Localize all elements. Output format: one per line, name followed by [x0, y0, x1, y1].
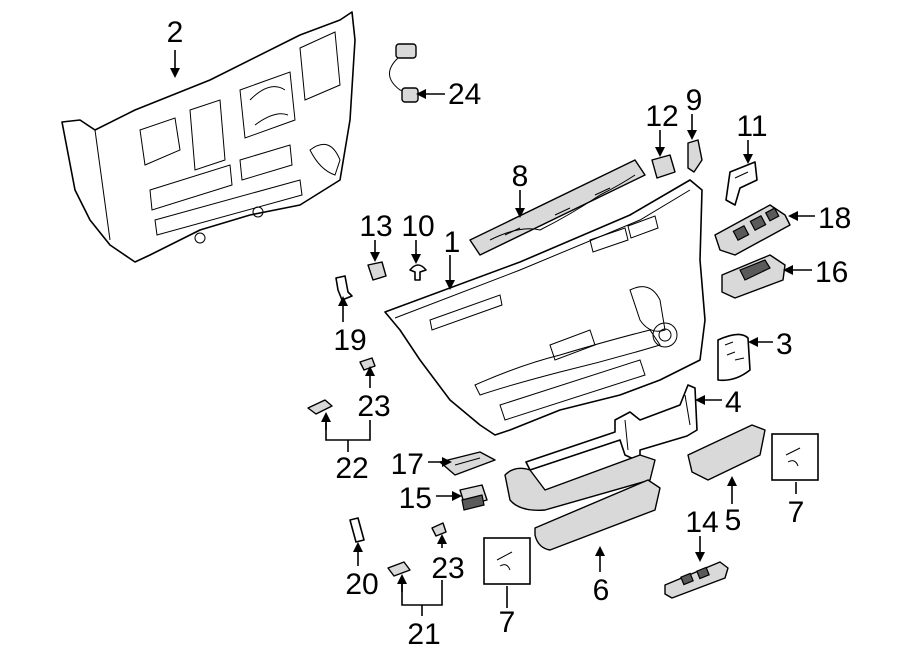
handle-20: [349, 517, 365, 543]
bracket-9: [687, 139, 703, 173]
callout-10: 10: [401, 210, 434, 243]
clip-21: [387, 561, 411, 577]
switch-panel-18: [714, 204, 791, 256]
door-trim-panel: [384, 179, 706, 436]
callout-22: 22: [335, 452, 368, 485]
mirror-trim-11: [725, 161, 758, 206]
part-7-box-right: [771, 433, 819, 481]
part-7-box-bottom: [483, 537, 531, 585]
callout-18: 18: [818, 202, 851, 235]
callout-11: 11: [736, 110, 767, 143]
switch-12: [651, 154, 676, 179]
bracket-17: [439, 451, 496, 476]
callout-23-upper: 23: [357, 390, 390, 423]
clip-23-lower: [431, 522, 447, 537]
callout-7-right: 7: [788, 496, 805, 529]
clip-19: [335, 275, 353, 301]
callout-5: 5: [725, 504, 742, 537]
callout-19: 19: [333, 324, 366, 357]
armrest-upper: [504, 454, 656, 511]
callout-7-bottom: 7: [499, 606, 516, 639]
switch-panel-14: [664, 561, 729, 599]
callout-6: 6: [593, 574, 610, 607]
callout-labels: 2 24 8 1 10 13 19 23 22 12 9 11 18 16 3 …: [167, 16, 852, 651]
callout-24: 24: [448, 78, 481, 111]
callout-23-lower: 23: [431, 552, 464, 585]
callout-3: 3: [776, 328, 793, 361]
callout-1: 1: [444, 226, 461, 259]
clip-22: [307, 399, 333, 415]
callout-15: 15: [399, 482, 432, 515]
door-carrier-panel: [61, 11, 356, 263]
armrest-bracket-4: [525, 384, 698, 471]
clip-13: [367, 261, 387, 281]
callout-9: 9: [686, 84, 703, 117]
callout-13: 13: [359, 210, 392, 243]
switch-15: [459, 484, 488, 511]
wiring-harness: [389, 43, 419, 103]
switch-bezel-16: [721, 254, 786, 299]
upper-trim-strip: [469, 159, 646, 256]
callout-17: 17: [391, 448, 424, 481]
speaker-cover-3: [717, 333, 751, 382]
push-pin-10: [409, 264, 427, 281]
callout-8: 8: [512, 160, 529, 193]
callout-2: 2: [167, 16, 184, 49]
callout-16: 16: [815, 256, 848, 289]
armrest-pad-6: [534, 479, 661, 551]
callout-21: 21: [407, 618, 440, 651]
callout-14: 14: [685, 506, 718, 539]
callout-20: 20: [345, 568, 378, 601]
clip-23-upper: [359, 357, 376, 371]
callout-12: 12: [645, 100, 678, 133]
pull-handle-cover-5: [687, 424, 766, 481]
callout-4: 4: [725, 386, 742, 419]
leader-lines: [170, 50, 815, 616]
